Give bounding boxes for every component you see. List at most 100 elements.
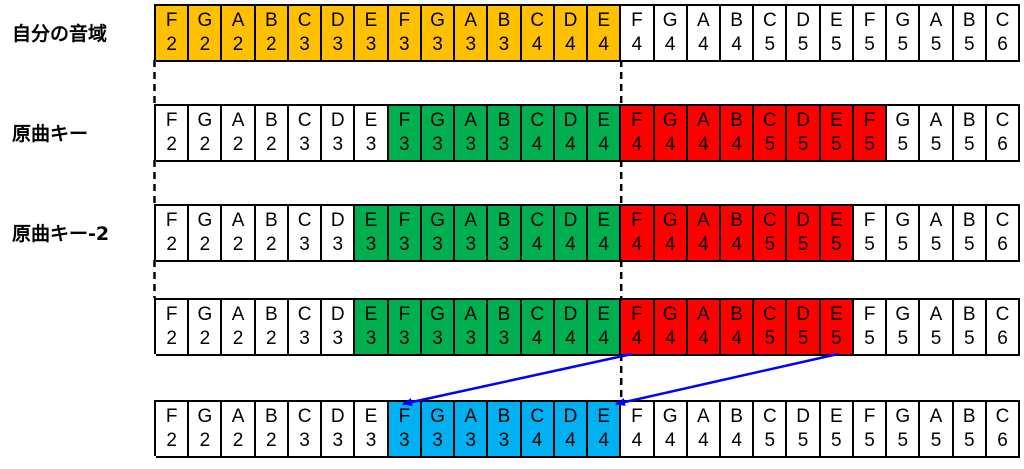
note-name: C [762, 110, 777, 131]
note-octave: 4 [631, 34, 643, 55]
note-octave: 5 [797, 234, 809, 255]
note-name: E [597, 406, 610, 427]
note-name: B [730, 210, 743, 231]
note-octave: 3 [398, 430, 410, 451]
note-octave: 3 [365, 328, 377, 349]
note-octave: 4 [731, 430, 742, 451]
note-octave: 3 [432, 34, 443, 55]
note-octave: 3 [465, 328, 477, 349]
note-name: G [430, 304, 445, 325]
note-name: B [962, 304, 976, 325]
note-name: E [364, 304, 378, 325]
row-label: 原曲キー [12, 122, 89, 145]
note-name: G [895, 210, 911, 231]
note-octave: 2 [166, 234, 177, 255]
note-octave: 5 [864, 134, 875, 155]
note-octave: 4 [698, 328, 709, 349]
note-name: G [430, 110, 445, 131]
note-name: G [430, 210, 445, 231]
note-name: G [197, 10, 213, 31]
note-octave: 2 [199, 134, 211, 155]
note-name: E [364, 210, 378, 231]
note-octave: 5 [963, 430, 975, 451]
note-octave: 2 [232, 328, 244, 349]
note-octave: 5 [897, 134, 909, 155]
note-octave: 3 [465, 430, 477, 451]
note-octave: 3 [465, 34, 477, 55]
note-octave: 6 [997, 328, 1008, 349]
note-name: E [597, 210, 610, 231]
note-octave: 5 [930, 34, 942, 55]
note-octave: 5 [797, 328, 809, 349]
note-octave: 5 [764, 328, 776, 349]
note-octave: 5 [831, 430, 842, 451]
note-octave: 4 [565, 328, 576, 349]
note-name: G [197, 210, 213, 231]
note-octave: 3 [432, 328, 443, 349]
note-octave: 4 [698, 134, 709, 155]
note-name: A [929, 304, 943, 325]
note-name: B [264, 110, 278, 131]
note-name: G [895, 10, 911, 31]
note-name: C [530, 110, 545, 131]
note-name: B [497, 304, 511, 325]
note-octave: 5 [930, 328, 942, 349]
note-octave: 3 [465, 234, 477, 255]
note-name: G [662, 304, 678, 325]
note-octave: 5 [897, 328, 909, 349]
note-octave: 4 [664, 234, 676, 255]
note-name: B [497, 210, 511, 231]
note-name: C [297, 406, 312, 427]
note-octave: 2 [266, 328, 277, 349]
note-name: B [962, 10, 976, 31]
note-name: G [895, 110, 911, 131]
note-octave: 3 [365, 234, 377, 255]
note-name: D [796, 304, 810, 325]
note-octave: 4 [664, 430, 676, 451]
note-octave: 2 [266, 34, 277, 55]
note-name: F [631, 406, 643, 427]
note-name: B [497, 110, 511, 131]
note-octave: 5 [930, 234, 942, 255]
note-octave: 5 [864, 328, 875, 349]
note-octave: 2 [232, 430, 244, 451]
note-name: B [264, 210, 278, 231]
note-name: E [364, 406, 378, 427]
note-name: F [165, 210, 178, 231]
note-name: D [796, 110, 810, 131]
note-octave: 5 [797, 34, 809, 55]
